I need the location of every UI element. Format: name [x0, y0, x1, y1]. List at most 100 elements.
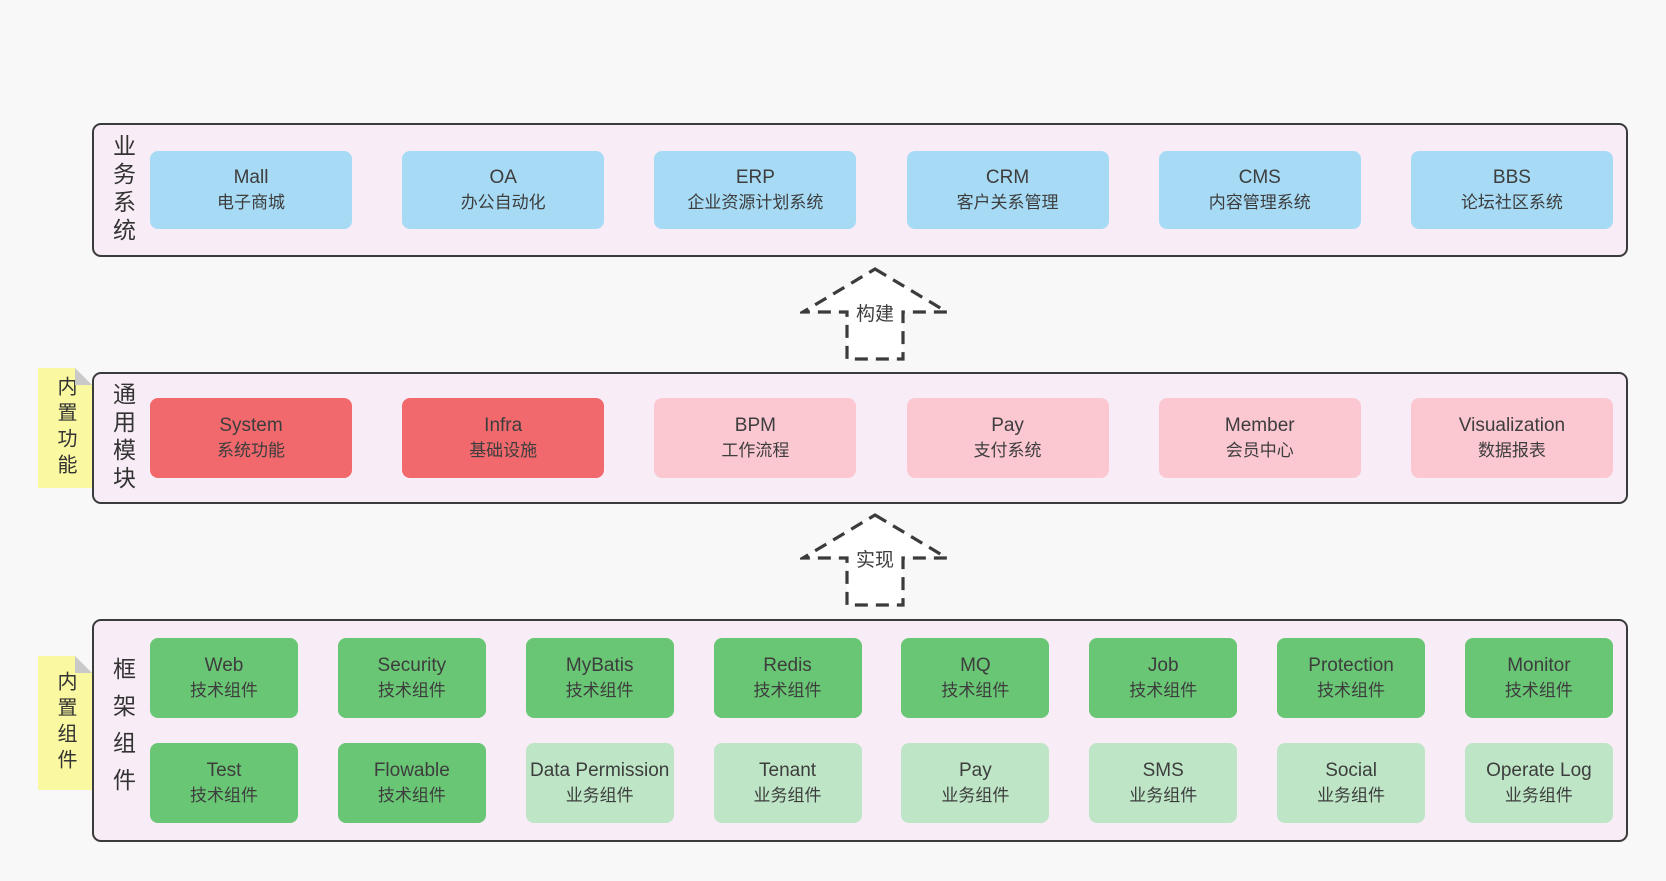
box-subtitle: 业务组件 [1504, 786, 1573, 805]
box-data-permission: Data Permission 业务组件 [525, 743, 674, 823]
box-subtitle: 办公自动化 [460, 193, 546, 212]
box-title: OA [489, 167, 517, 188]
box-test: Test 技术组件 [150, 743, 298, 823]
box-subtitle: 会员中心 [1225, 441, 1294, 460]
box-title: Mall [233, 167, 269, 188]
box-subtitle: 工作流程 [721, 441, 790, 460]
box-subtitle: 技术组件 [1317, 681, 1386, 700]
box-mq: MQ 技术组件 [901, 638, 1050, 718]
box-bpm: BPM 工作流程 [654, 398, 857, 478]
box-title: Monitor [1507, 655, 1571, 676]
box-erp: ERP 企业资源计划系统 [654, 151, 857, 229]
box-member: Member 会员中心 [1158, 398, 1361, 478]
box-crm: CRM 客户关系管理 [906, 151, 1109, 229]
box-sms: SMS 业务组件 [1089, 743, 1238, 823]
box-title: Data Permission [529, 760, 670, 781]
box-title: Job [1147, 655, 1179, 676]
builtin-features-sticky-label: 内置功能 [54, 376, 76, 480]
box-title: ERP [735, 167, 775, 188]
box-subtitle: 论坛社区系统 [1460, 193, 1563, 212]
implement-arrow: 实现 [800, 512, 950, 608]
box-title: Web [204, 655, 244, 676]
box-title: BBS [1492, 167, 1531, 188]
box-subtitle: 支付系统 [973, 441, 1042, 460]
builtin-components-sticky-label: 内置组件 [54, 671, 76, 775]
box-job: Job 技术组件 [1089, 638, 1238, 718]
box-subtitle: 业务组件 [565, 786, 634, 805]
box-title: Redis [763, 655, 812, 676]
box-subtitle: 技术组件 [753, 681, 822, 700]
box-title: Flowable [373, 760, 450, 781]
box-subtitle: 基础设施 [469, 441, 538, 460]
box-subtitle: 业务组件 [941, 786, 1010, 805]
box-tenant: Tenant 业务组件 [713, 743, 862, 823]
box-bbs: BBS 论坛社区系统 [1410, 151, 1613, 229]
box-title: MyBatis [565, 655, 634, 676]
box-subtitle: 业务组件 [753, 786, 822, 805]
framework-components-label-column: 框架组件 [94, 621, 150, 840]
common-modules-label-column: 通用模块 [94, 374, 150, 502]
box-cms: CMS 内容管理系统 [1158, 151, 1361, 229]
box-pay: Pay 业务组件 [901, 743, 1050, 823]
box-title: Member [1224, 415, 1295, 436]
box-redis: Redis 技术组件 [713, 638, 862, 718]
box-title: Security [377, 655, 447, 676]
box-title: Social [1325, 760, 1377, 781]
box-subtitle: 技术组件 [565, 681, 634, 700]
box-title: BPM [734, 415, 776, 436]
box-subtitle: 客户关系管理 [956, 193, 1059, 212]
box-protection: Protection 技术组件 [1277, 638, 1426, 718]
builtin-features-sticky: 内置功能 [38, 368, 92, 488]
box-subtitle: 数据报表 [1477, 441, 1546, 460]
box-subtitle: 技术组件 [190, 786, 258, 805]
arrow-label-build: 构建 [852, 299, 898, 326]
box-subtitle: 技术组件 [1504, 681, 1573, 700]
box-title: CRM [985, 167, 1030, 188]
box-subtitle: 技术组件 [941, 681, 1010, 700]
box-subtitle: 技术组件 [1129, 681, 1198, 700]
box-title: MQ [960, 655, 991, 676]
business-systems-boxes: Mall 电子商城 OA 办公自动化 ERP 企业资源计划系统 CRM 客户关系管理 CMS 内容… [150, 125, 1626, 255]
box-subtitle: 系统功能 [217, 441, 285, 460]
box-infra: Infra 基础设施 [402, 398, 605, 478]
box-security: Security 技术组件 [337, 638, 486, 718]
box-title: Tenant [759, 760, 817, 781]
box-subtitle: 业务组件 [1129, 786, 1198, 805]
box-monitor: Monitor 技术组件 [1464, 638, 1613, 718]
arrow-label-implement: 实现 [852, 545, 898, 572]
box-visualization: Visualization 数据报表 [1410, 398, 1613, 478]
common-modules-label: 通用模块 [109, 382, 136, 494]
box-title: CMS [1238, 167, 1281, 188]
box-subtitle: 内容管理系统 [1208, 193, 1311, 212]
box-title: Visualization [1458, 415, 1566, 436]
box-title: Test [206, 760, 242, 781]
box-oa: OA 办公自动化 [402, 151, 605, 229]
box-title: Protection [1308, 655, 1394, 676]
box-social: Social 业务组件 [1277, 743, 1426, 823]
box-mall: Mall 电子商城 [150, 151, 352, 229]
builtin-components-sticky: 内置组件 [38, 656, 92, 790]
box-subtitle: 技术组件 [377, 681, 446, 700]
business-systems-label-column: 业务系统 [94, 125, 150, 255]
box-subtitle: 电子商城 [217, 193, 285, 212]
box-mybatis: MyBatis 技术组件 [525, 638, 674, 718]
business-systems-label: 业务系统 [109, 134, 136, 246]
box-title: Operate Log [1486, 760, 1592, 781]
box-title: Infra [484, 415, 523, 436]
framework-components-label: 框架组件 [109, 656, 136, 805]
build-arrow: 构建 [800, 266, 950, 362]
box-subtitle: 业务组件 [1317, 786, 1386, 805]
box-subtitle: 企业资源计划系统 [687, 193, 824, 212]
box-title: SMS [1142, 760, 1184, 781]
box-title: Pay [959, 760, 992, 781]
box-subtitle: 技术组件 [190, 681, 258, 700]
